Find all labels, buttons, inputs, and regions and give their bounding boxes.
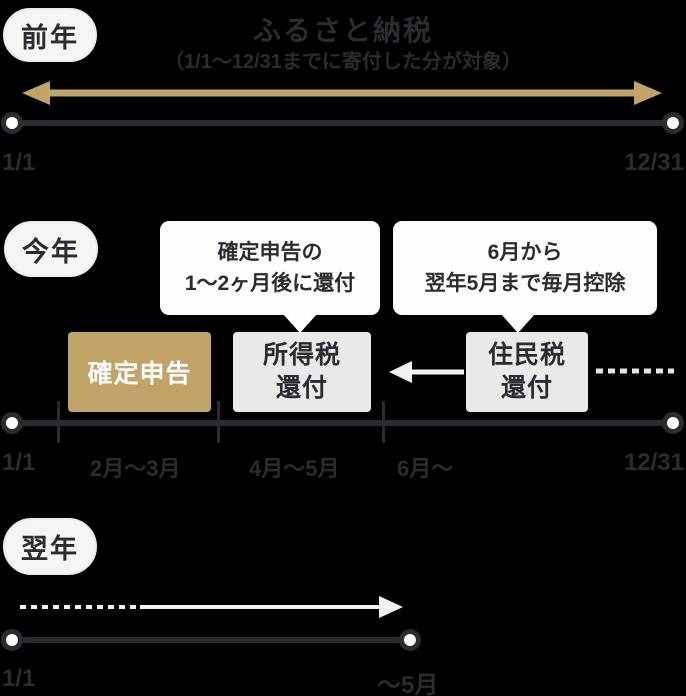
- timeline-tick: [217, 401, 220, 443]
- diagram-title: ふるさと納税: [252, 15, 433, 46]
- timeline-this-year: [12, 420, 673, 426]
- dotted-then-arrow-icon: [20, 596, 403, 618]
- timeline-label-end: 〜5月: [377, 672, 439, 696]
- timeline-label-start: 1/1: [2, 149, 36, 176]
- callout-income-line2: 1〜2ヶ月後に還付: [184, 272, 356, 295]
- pill-this-year-label: 今年: [22, 236, 80, 267]
- box-resident-line1: 住民税: [487, 341, 566, 369]
- timeline-tick: [57, 401, 60, 443]
- box-income-tax-refund: 所得税 還付: [233, 332, 371, 412]
- timeline-tick: [382, 401, 385, 443]
- callout-resident-line2: 翌年5月まで毎月控除: [424, 272, 626, 295]
- callout-income-tax-refund: 確定申告の 1〜2ヶ月後に還付: [160, 221, 380, 333]
- timeline-label-start: 1/1: [2, 449, 36, 476]
- timeline-dot-end: [662, 412, 684, 434]
- diagram-subtitle: （1/1〜12/31までに寄付した分が対象）: [164, 51, 522, 73]
- box-tax-filing: 確定申告: [68, 332, 211, 412]
- timeline-prev-year: [12, 120, 673, 126]
- callout-pointer-icon: [501, 314, 535, 333]
- timeline-next-year: [12, 637, 411, 643]
- pill-next-year: 翌年: [3, 518, 97, 575]
- callout-resident-line1: 6月から: [487, 241, 563, 264]
- callout-pointer-icon: [283, 314, 317, 333]
- dotted-line-icon: [596, 368, 674, 374]
- timeline-label-end: 12/31: [623, 149, 684, 176]
- timeline-label-feb-mar: 2月〜3月: [90, 456, 181, 481]
- timeline-dot-end: [662, 112, 684, 134]
- timeline-dot-start: [1, 412, 23, 434]
- pill-prev-year-label: 前年: [21, 22, 79, 53]
- timeline-label-apr-may: 4月〜5月: [249, 456, 340, 481]
- pill-this-year: 今年: [4, 221, 98, 277]
- box-income-line1: 所得税: [262, 341, 341, 369]
- timeline-dot-start: [1, 112, 23, 134]
- pill-next-year-label: 翌年: [21, 534, 79, 564]
- callout-resident-tax-deduction: 6月から 翌年5月まで毎月控除: [393, 221, 657, 333]
- gold-double-headed-arrow-icon: [22, 81, 662, 105]
- box-resident-tax-refund: 住民税 還付: [466, 332, 588, 412]
- box-income-line2: 還付: [275, 374, 328, 402]
- left-arrow-icon: [389, 361, 464, 383]
- timeline-label-jun: 6月〜: [397, 456, 454, 481]
- box-resident-line2: 還付: [500, 374, 553, 402]
- pill-prev-year: 前年: [3, 8, 97, 62]
- timeline-dot-start: [1, 629, 23, 651]
- timeline-label-end: 12/31: [623, 449, 684, 476]
- timeline-label-start: 1/1: [2, 665, 36, 692]
- timeline-dot-end: [399, 629, 421, 651]
- callout-income-line1: 確定申告の: [217, 241, 323, 264]
